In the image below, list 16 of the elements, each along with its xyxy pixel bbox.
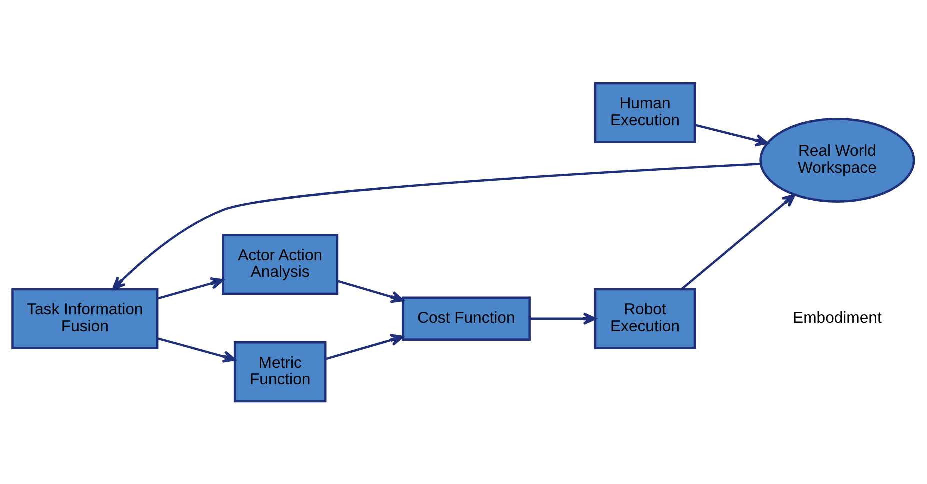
label: Embodiment: [793, 310, 882, 327]
arrow: [157, 336, 236, 362]
arrow: [326, 334, 404, 360]
node-box: Robot Execution: [594, 288, 696, 349]
arrow: [680, 194, 796, 290]
node-ellipse: Real World Workspace: [760, 118, 916, 202]
arrow: [695, 124, 769, 146]
arrow: [112, 162, 761, 290]
node-box: Cost Function: [402, 296, 531, 340]
arrow: [530, 312, 597, 325]
node-box: Human Execution: [594, 82, 696, 143]
node-box: Actor Action Analysis: [222, 234, 339, 295]
arrow: [337, 280, 404, 303]
node-box: Metric Function: [234, 341, 327, 402]
arrow: [157, 276, 224, 300]
node-box: Task Information Fusion: [12, 288, 159, 349]
